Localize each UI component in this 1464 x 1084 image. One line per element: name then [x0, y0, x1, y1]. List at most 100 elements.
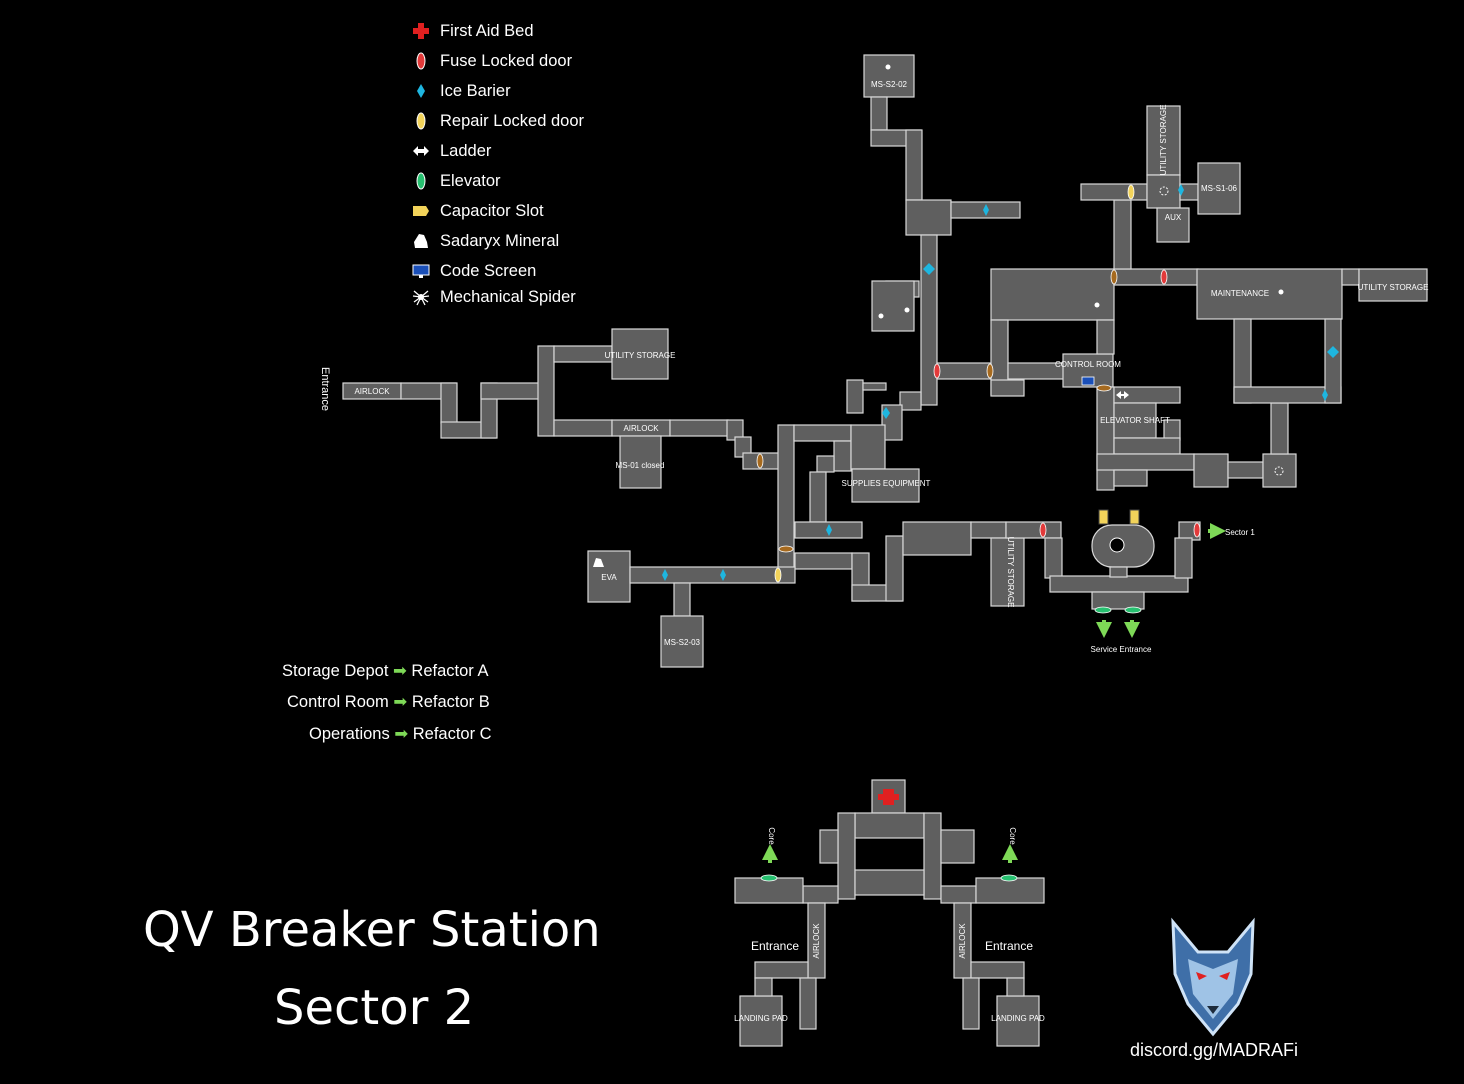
corridor: [1044, 537, 1063, 579]
room-label-landing-pad-right: LANDING PAD: [991, 1014, 1045, 1023]
ice-barrier-icon: [662, 569, 668, 581]
corridor: [793, 424, 852, 442]
corridor: [537, 345, 555, 437]
room-ms-01: [619, 435, 662, 489]
refactor-row: Control Room ➡ Refactor B: [287, 692, 490, 712]
room-label-ms-s2-02: MS-S2-02: [871, 80, 908, 89]
map-labels: Entrance Sector 1 Service Entrance Core …: [319, 367, 1255, 953]
label-entrance-left: Entrance: [751, 939, 799, 953]
room-large: [990, 268, 1115, 321]
legend-item-code-screen: Code Screen: [412, 259, 536, 283]
room-label-ms-01: MS-01 closed: [616, 461, 665, 470]
repair-locked-door-icon: [1127, 184, 1135, 200]
ice-barrier-icon: [826, 524, 832, 536]
repair-locked-door-icon: [774, 567, 782, 583]
corridor: [669, 419, 729, 437]
refactor-to: Refactor A: [411, 662, 489, 680]
refactor-from: Storage Depot: [282, 662, 389, 680]
corridor: [816, 455, 835, 473]
room-aux: [1156, 207, 1190, 243]
corridor: [885, 535, 904, 602]
room-spider: [871, 280, 915, 332]
corridor: [905, 129, 923, 201]
mechanical-spider-icon: [412, 290, 430, 306]
refactor-row: Operations ➡ Refactor C: [309, 724, 492, 744]
corridor: [1005, 521, 1062, 539]
ice-barrier-icon: [1178, 184, 1184, 196]
room-label-airlock-entrance: AIRLOCK: [354, 387, 390, 396]
corridor: [1096, 386, 1115, 491]
sadaryx-mineral-icon: [414, 234, 428, 248]
corridor: [854, 812, 925, 839]
room-service: [1091, 591, 1145, 610]
room-landing-pad-left: [739, 995, 783, 1047]
room: [902, 521, 972, 556]
room: [940, 829, 975, 864]
corridor: [1096, 319, 1115, 355]
room-label-maintenance: MAINTENANCE: [1211, 289, 1269, 298]
door-icon: [1110, 269, 1118, 285]
ice-barrier-icon: [417, 84, 425, 98]
arrow-right-icon: ➡: [393, 662, 412, 680]
ice-barrier-icon: [983, 204, 989, 216]
legend-item-ice: Ice Barier: [412, 79, 511, 103]
corridor: [837, 812, 856, 900]
code-screen-icon: [412, 264, 430, 278]
legend-label: Capacitor Slot: [440, 201, 544, 220]
misc-markers: [593, 64, 1284, 805]
label-core-right: Core: [1008, 827, 1017, 845]
refactor-to: Refactor C: [412, 725, 492, 743]
corridor: [833, 440, 852, 472]
legend-label: First Aid Bed: [440, 21, 534, 40]
corridor: [754, 961, 809, 979]
discord-link[interactable]: discord.gg/MADRAFi: [1130, 1040, 1299, 1060]
room-label-eva: EVA: [601, 573, 617, 582]
room: [1193, 453, 1229, 488]
corridor: [1341, 268, 1360, 286]
room-labels: MS-S2-02 UTILITY STORAGE MS-S1-06 AUX MA…: [354, 80, 1428, 1023]
corridor: [480, 382, 540, 400]
room-core-right: [975, 877, 1045, 904]
elevator-icon: [1000, 874, 1018, 882]
legend-label: Sadaryx Mineral: [440, 231, 560, 250]
corridor: [777, 424, 795, 583]
legend-item-capacitor: Capacitor Slot: [412, 199, 544, 223]
room-label-airlock-right: AIRLOCK: [958, 923, 967, 959]
map-markers: [756, 184, 1201, 882]
door-icon: [986, 363, 994, 379]
room-utility-storage-right: [1358, 268, 1428, 302]
legend-item-repair: Repair Locked door: [412, 109, 584, 133]
legend-item-elevator: Elevator: [412, 169, 501, 193]
room-label-aux: AUX: [1165, 213, 1182, 222]
sadaryx-mineral-icon: [593, 558, 604, 567]
legend-item-fuse: Fuse Locked door: [412, 49, 572, 73]
legend-label: Mechanical Spider: [440, 287, 576, 306]
corridor: [1174, 537, 1193, 579]
corridor: [754, 977, 773, 997]
elevator-icon: [1094, 606, 1112, 614]
room-label-supplies: SUPPLIES EQUIPMENT: [842, 479, 931, 488]
room-ms-s2-03: [660, 615, 704, 668]
ladder-icon: [413, 146, 429, 156]
arrow-right-icon: ➡: [394, 725, 413, 743]
elevator-icon: [1124, 606, 1142, 614]
corridor: [936, 362, 991, 380]
fuse-locked-door-icon: [416, 52, 426, 70]
first-aid-bed-icon: [413, 23, 429, 39]
corridor: [1096, 453, 1195, 471]
room-label-ms-s2-03: MS-S2-03: [664, 638, 701, 647]
corridor: [962, 977, 980, 1030]
room-label-airlock-left: AIRLOCK: [812, 923, 821, 959]
elevator-icon: [760, 874, 778, 882]
corridor: [553, 419, 613, 437]
code-screen-icon: [1081, 376, 1095, 386]
corridor: [799, 977, 817, 1030]
wolf-logo-icon: [1171, 917, 1255, 1037]
room-maintenance: [1196, 268, 1343, 320]
legend-label: Ladder: [440, 141, 492, 160]
room-elevator-shaft: [1113, 402, 1157, 439]
elevator-pit-icon: [1109, 537, 1125, 553]
ladder-icon: [1116, 391, 1129, 399]
room-label-airlock-mid: AIRLOCK: [623, 424, 659, 433]
